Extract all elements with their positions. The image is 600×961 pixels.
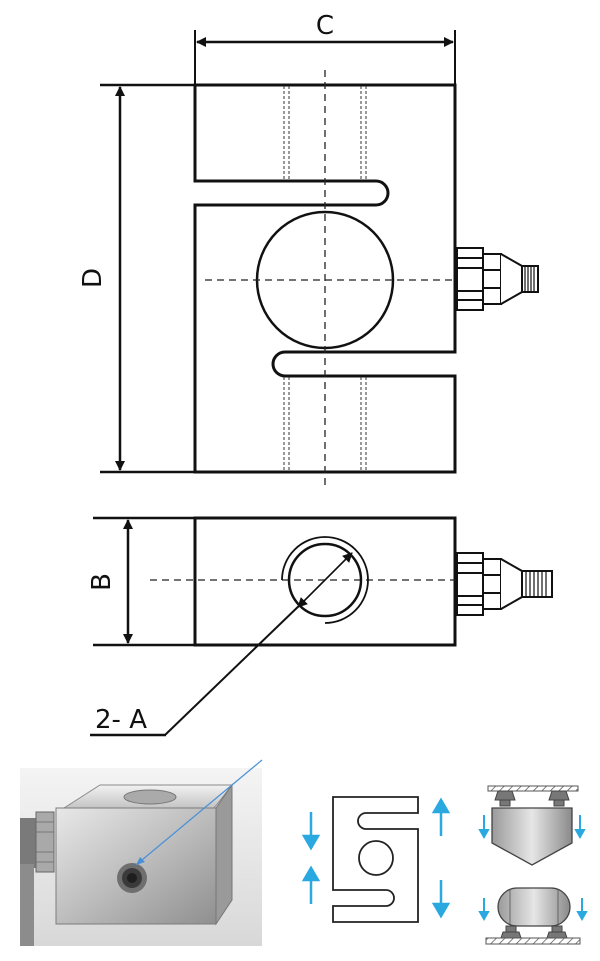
hole-callout-label: 2- A: [95, 705, 147, 735]
dimension-c: C: [194, 11, 456, 84]
dimension-d: D: [78, 83, 194, 474]
threaded-hole: [287, 542, 363, 618]
dimension-d-label: D: [78, 268, 108, 288]
dimension-c-label: C: [316, 11, 334, 41]
s-beam-load-cell-photo-icon: [20, 759, 263, 946]
hole-leader: [164, 600, 305, 736]
dimension-b-label: B: [87, 573, 117, 591]
top-body-outline: [193, 516, 457, 647]
top-cable-gland: [456, 552, 553, 616]
front-body-outline: [193, 83, 457, 474]
hopper-mounting-icon: [478, 785, 586, 866]
tank-mounting-icon: [478, 887, 588, 945]
front-view: C D: [78, 11, 539, 490]
tension-compression-arrows-icon: [301, 796, 451, 923]
front-cable-gland: [456, 247, 539, 311]
hidden-thread-top: [283, 86, 367, 180]
top-view: 2- A B: [87, 516, 553, 737]
front-centerlines: [205, 70, 470, 490]
thread-arc: [281, 536, 369, 624]
hidden-thread-bottom: [283, 377, 367, 471]
